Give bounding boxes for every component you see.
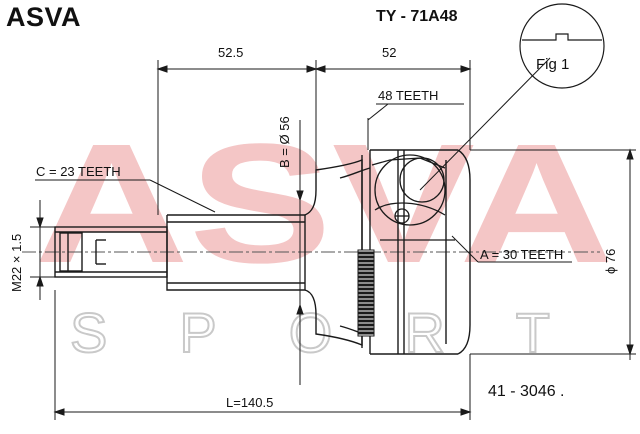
abs-tooth	[357, 291, 375, 295]
watermark: ASVA SPORT	[34, 109, 614, 365]
abs-tooth	[357, 307, 375, 311]
abs-tooth	[357, 331, 375, 335]
abs-tooth	[357, 303, 375, 307]
reference-number: 41 - 3046 .	[488, 383, 565, 400]
abs-tooth	[357, 279, 375, 283]
abs-tooth	[357, 275, 375, 279]
fig1-detail	[519, 3, 605, 89]
abs-tooth	[357, 299, 375, 303]
dim-thread: M22 × 1.5	[9, 233, 24, 292]
abs-tooth	[357, 259, 375, 263]
abs-tooth	[357, 251, 375, 255]
inner-joint	[371, 154, 455, 241]
inner-spline-label: A = 30 TEETH	[480, 247, 564, 262]
dim-left-length: 52.5	[218, 45, 244, 60]
abs-tooth	[357, 287, 375, 291]
abs-tooth	[357, 271, 375, 275]
abs-tooth	[357, 323, 375, 327]
stub-shaft	[54, 214, 306, 291]
fig-label: Fig 1	[536, 56, 570, 73]
outer-spline-label: C = 23 TEETH	[36, 164, 121, 179]
abs-tooth	[357, 315, 375, 319]
part-number: TY - 71A48	[376, 8, 458, 25]
abs-tooth	[357, 255, 375, 259]
abs-tooth	[357, 319, 375, 323]
abs-tooth	[357, 263, 375, 267]
dim-right-length: 52	[382, 45, 397, 60]
abs-tooth	[357, 267, 375, 271]
abs-tooth	[357, 295, 375, 299]
dim-seal-diameter: B = Ø 56	[277, 116, 292, 168]
abs-tooth	[357, 311, 375, 315]
watermark-sub: SPORT	[70, 301, 550, 364]
brand-logo: ASVA	[6, 2, 82, 32]
abs-ring	[357, 249, 375, 337]
dim-total-length: L=140.5	[226, 395, 274, 410]
abs-tooth	[357, 283, 375, 287]
watermark-main: ASVA	[34, 109, 614, 299]
dim-outer-diameter: ϕ 76	[603, 248, 618, 274]
abs-tooth	[357, 327, 375, 331]
abs-teeth-label: 48 TEETH	[378, 88, 439, 103]
dimension-lines	[30, 57, 636, 420]
